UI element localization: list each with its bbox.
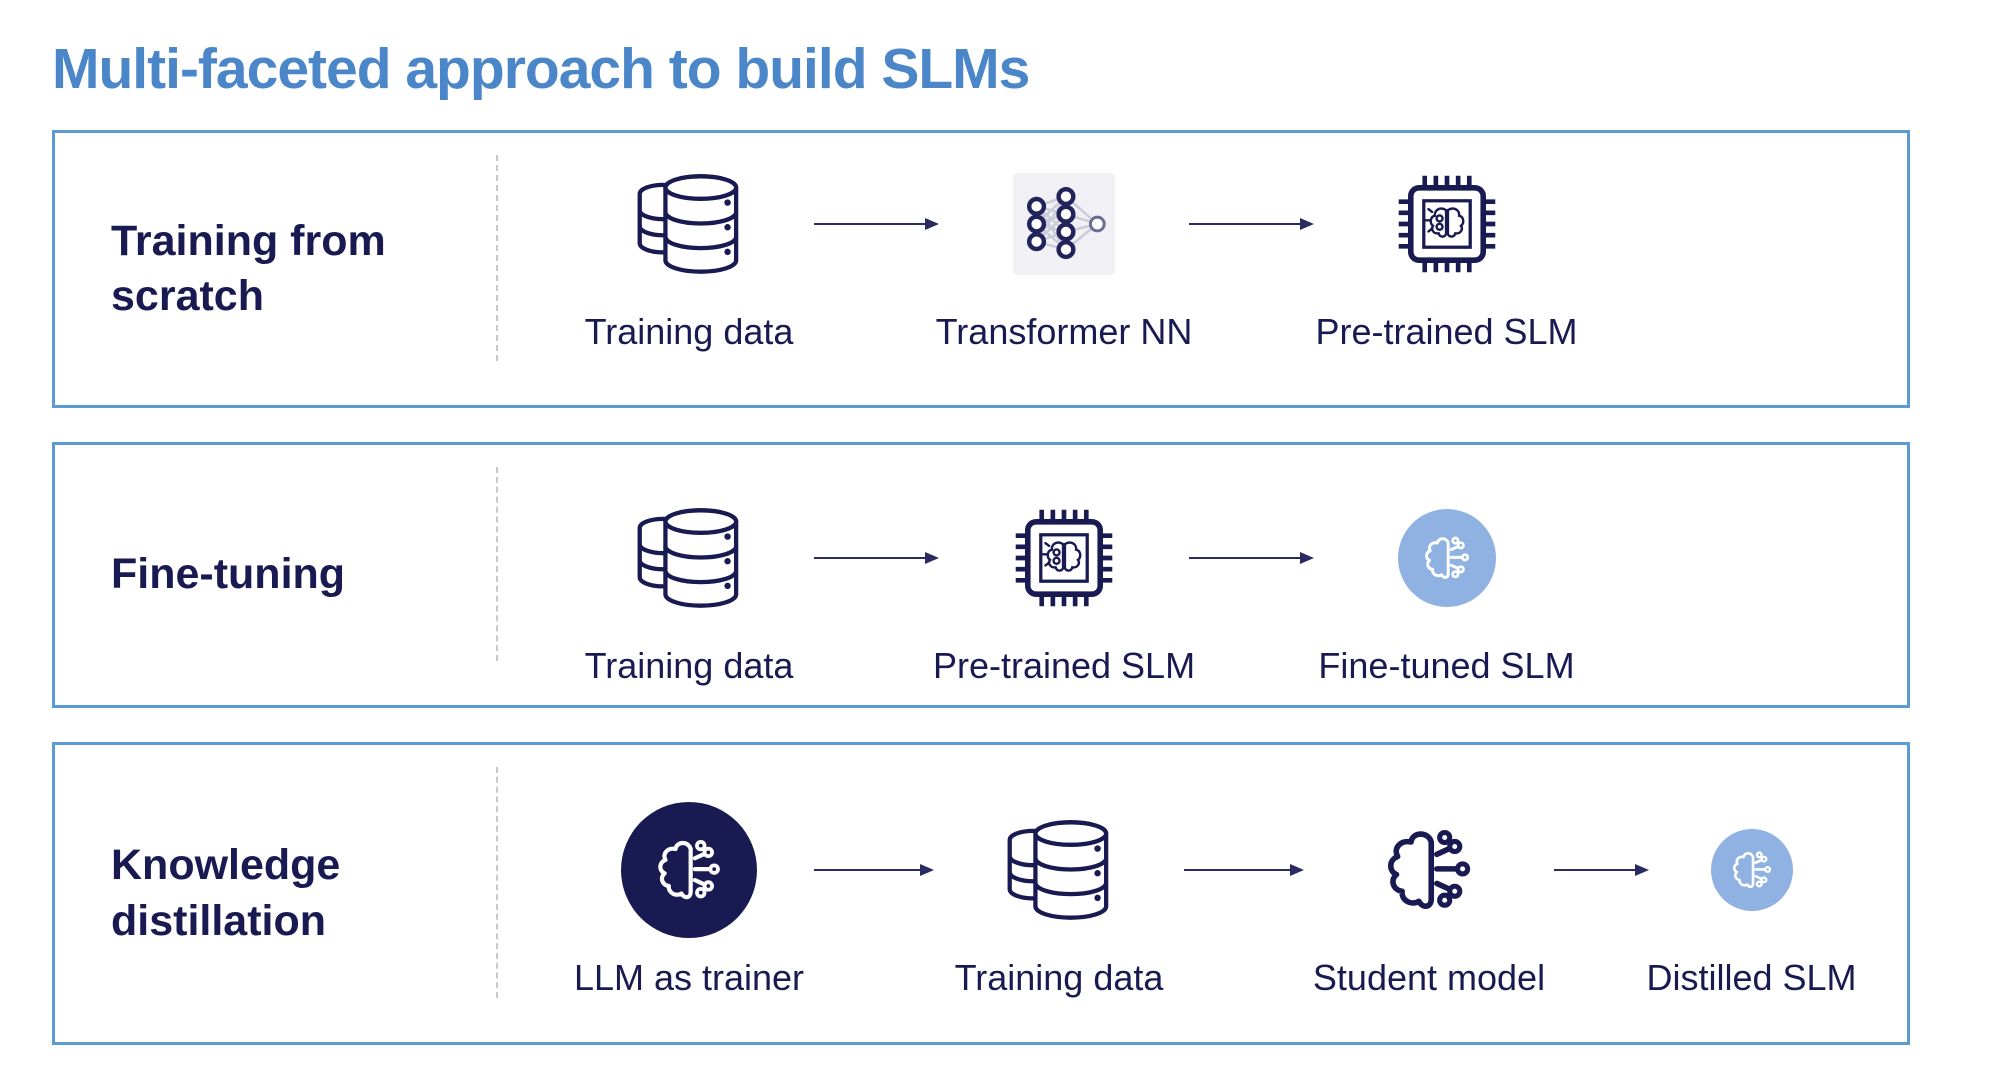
arrow-line <box>814 556 925 560</box>
chip-brain-icon <box>1395 149 1499 299</box>
arrow-right-icon <box>1184 795 1304 945</box>
database-icon <box>630 483 748 633</box>
dark-circle <box>621 802 757 938</box>
arrow-line <box>1554 868 1635 872</box>
arrow-head <box>1290 864 1304 876</box>
flow: LLM as trainer Training data Student mod… <box>496 745 1857 1042</box>
flow-node: Pre-trained SLM <box>1314 149 1579 353</box>
flow-node-label: Distilled SLM <box>1646 957 1857 998</box>
arrow-head <box>1300 218 1314 230</box>
chip-brain-icon <box>1012 483 1116 633</box>
brain-circle-light-sm-icon <box>1710 795 1793 945</box>
arrow-right-icon <box>814 795 934 945</box>
database-icon <box>1000 795 1118 945</box>
divider <box>496 467 498 661</box>
flow-node-label: Training data <box>584 311 794 352</box>
brain-outline-icon <box>1373 795 1485 945</box>
approach-row: Training from scratch Training data Tran… <box>52 130 1910 408</box>
flow-node-label: Fine-tuned SLM <box>1318 645 1575 686</box>
flow-node: Pre-trained SLM <box>933 483 1195 687</box>
arrow-head <box>1635 864 1649 876</box>
light-circle <box>1397 509 1496 607</box>
flow-node: Training data <box>934 795 1184 999</box>
flow-node-label: Pre-trained SLM <box>932 645 1196 686</box>
flow-node-label: Training data <box>954 957 1164 998</box>
arrow-right-icon <box>814 483 939 633</box>
flow: Training data Pre-trained SLM Fine-tuned… <box>496 445 1579 705</box>
arrow-right-icon <box>1189 149 1314 299</box>
flow-node-label: Training data <box>584 645 794 686</box>
arrow-line <box>1189 556 1300 560</box>
arrow-line <box>1184 868 1290 872</box>
light-circle <box>1710 829 1793 911</box>
flow-node-label: Transformer NN <box>935 311 1193 352</box>
arrow-head <box>925 218 939 230</box>
flow-node-label: Pre-trained SLM <box>1315 311 1578 352</box>
arrow-head <box>925 552 939 564</box>
database-icon <box>630 149 748 299</box>
flow-node: Student model <box>1304 795 1554 999</box>
brain-circle-light-icon <box>1397 483 1496 633</box>
flow-node-label: Student model <box>1312 957 1546 998</box>
flow-node-label: LLM as trainer <box>573 957 805 998</box>
arrow-right-icon <box>1189 483 1314 633</box>
divider <box>496 767 498 998</box>
approach-row-label: Fine-tuning <box>111 550 346 599</box>
arrow-line <box>814 222 925 226</box>
arrow-line <box>1189 222 1300 226</box>
arrow-right-icon <box>1554 795 1649 945</box>
flow-node: LLM as trainer <box>564 795 814 999</box>
flow-node: Fine-tuned SLM <box>1314 483 1579 687</box>
arrow-line <box>814 868 920 872</box>
arrow-head <box>1300 552 1314 564</box>
approach-row-label: Knowledge distillation <box>111 841 341 945</box>
flow-node: Transformer NN <box>936 149 1192 353</box>
approach-boxes: Training from scratch Training data Tran… <box>52 130 1910 1045</box>
approach-row-label: Training from scratch <box>111 216 386 320</box>
brain-circle-dark-icon <box>621 795 757 945</box>
flow-node: Training data <box>564 149 814 353</box>
approach-row: Knowledge distillation LLM as trainer Tr… <box>52 742 1910 1045</box>
arrow-right-icon <box>814 149 939 299</box>
flow-node: Training data <box>564 483 814 687</box>
page-title: Multi-faceted approach to build SLMs <box>52 37 1030 101</box>
approach-row: Fine-tuning Training data Pre-trained SL… <box>52 442 1910 708</box>
neural-network-icon <box>1013 149 1115 299</box>
flow-node: Distilled SLM <box>1646 795 1857 999</box>
arrow-head <box>920 864 934 876</box>
flow: Training data Transformer NN Pre-trained… <box>496 133 1579 405</box>
divider <box>496 155 498 361</box>
